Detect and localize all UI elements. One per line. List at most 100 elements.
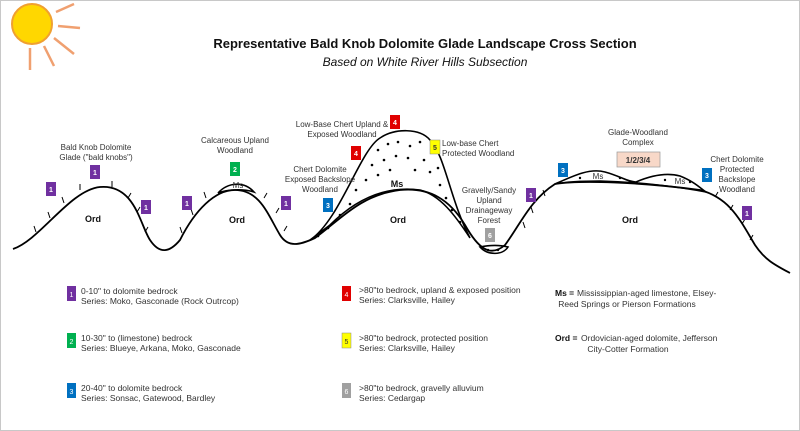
ms-label: Ms (233, 181, 244, 190)
svg-text:Woodland: Woodland (302, 185, 338, 194)
svg-text:Upland: Upland (476, 196, 501, 205)
svg-text:3: 3 (326, 203, 330, 210)
svg-text:3: 3 (705, 173, 709, 180)
svg-text:Ordovician-aged dolomite, Jef: Ordovician-aged dolomite, Jefferson (581, 333, 718, 343)
complex-box: 1/2/3/4 (616, 151, 661, 168)
sun-icon (11, 2, 81, 70)
svg-text:6: 6 (488, 233, 492, 240)
svg-text:2: 2 (233, 167, 237, 174)
badge-1: 1 (90, 165, 100, 179)
outcrop-marks (33, 181, 754, 241)
legend-item-5: 5 >80"to bedrock, protected positionSeri… (341, 332, 488, 353)
svg-text:Series: Blueye, Arkana, Moko,: Series: Blueye, Arkana, Moko, Gasconade (81, 343, 241, 353)
diagram-subtitle: Based on White River Hills Subsection (323, 55, 528, 69)
diagram-title: Representative Bald Knob Dolomite Glade … (213, 36, 636, 51)
ms-label: Ms (391, 179, 404, 189)
svg-text:3: 3 (561, 168, 565, 175)
svg-text:5: 5 (433, 145, 437, 152)
svg-text:Ms =: Ms = (555, 288, 574, 298)
ord-label: Ord (229, 215, 245, 225)
svg-text:10-30" to (limestone) bedrock: 10-30" to (limestone) bedrock (81, 333, 193, 343)
svg-text:Backslope: Backslope (719, 175, 756, 184)
svg-text:Chert Dolomite: Chert Dolomite (710, 155, 764, 164)
svg-text:Bald Knob Dolomite: Bald Knob Dolomite (61, 143, 132, 152)
svg-text:1: 1 (745, 211, 749, 218)
svg-text:Forest: Forest (478, 216, 501, 225)
svg-text:Series: Clarksville, Hailey: Series: Clarksville, Hailey (359, 343, 456, 353)
ord-label: Ord (390, 215, 406, 225)
svg-text:Series: Cedargap: Series: Cedargap (359, 393, 425, 403)
svg-text:Series: Clarksville, Hailey: Series: Clarksville, Hailey (359, 295, 456, 305)
svg-text:1: 1 (144, 205, 148, 212)
svg-text:Glade ("bald knobs"): Glade ("bald knobs") (59, 153, 133, 162)
ms-deposits (217, 129, 707, 255)
ms-label: Ms (675, 177, 686, 186)
badge-1: 1 (182, 196, 192, 210)
ord-label: Ord (85, 214, 101, 224)
badge-6: 6 (485, 228, 495, 242)
svg-text:Woodland: Woodland (217, 146, 253, 155)
svg-text:1: 1 (284, 201, 288, 208)
badge-4: 4 (351, 146, 361, 160)
formation-key: Ms = Mississippian-aged limestone, Elsey… (555, 288, 718, 354)
badge-5: 5 (429, 139, 441, 155)
svg-text:5: 5 (345, 339, 349, 346)
svg-text:Glade-Woodland: Glade-Woodland (608, 128, 668, 137)
svg-text:1: 1 (185, 201, 189, 208)
ground-profile (12, 181, 791, 274)
svg-text:Mississippian-aged limestone,: Mississippian-aged limestone, Elsey- (577, 288, 717, 298)
svg-text:2: 2 (70, 339, 74, 346)
svg-text:Series: Sonsac, Gatewood, Bard: Series: Sonsac, Gatewood, Bardley (81, 393, 216, 403)
landscape-labels: Bald Knob Dolomite Glade ("bald knobs") … (59, 120, 764, 225)
svg-text:Low-base Chert: Low-base Chert (442, 139, 499, 148)
svg-text:1/2/3/4: 1/2/3/4 (626, 156, 651, 165)
svg-text:Gravelly/Sandy: Gravelly/Sandy (462, 186, 516, 195)
badge-1: 1 (526, 188, 536, 202)
svg-text:6: 6 (345, 389, 349, 396)
svg-text:Protected: Protected (720, 165, 754, 174)
badge-1: 1 (281, 196, 291, 210)
svg-text:Drainageway: Drainageway (466, 206, 513, 215)
svg-text:Woodland: Woodland (719, 185, 755, 194)
svg-text:3: 3 (70, 389, 74, 396)
ms-label: Ms (593, 172, 604, 181)
svg-text:Complex: Complex (622, 138, 654, 147)
badge-2: 2 (230, 162, 240, 176)
badge-3: 3 (558, 163, 568, 177)
svg-text:Exposed Backslope: Exposed Backslope (285, 175, 356, 184)
svg-text:>80"to bedrock, upland & expos: >80"to bedrock, upland & exposed positio… (359, 285, 521, 295)
svg-text:4: 4 (354, 151, 358, 158)
badge-1: 1 (46, 182, 56, 196)
badge-4: 4 (390, 115, 400, 129)
svg-text:Protected Woodland: Protected Woodland (442, 149, 514, 158)
svg-text:Calcareous Upland: Calcareous Upland (201, 136, 269, 145)
svg-text:1: 1 (529, 193, 533, 200)
badge-1: 1 (742, 206, 752, 220)
badge-3: 3 (323, 198, 333, 212)
svg-text:Chert Dolomite: Chert Dolomite (293, 165, 347, 174)
svg-text:4: 4 (345, 292, 349, 299)
site-badges: 1 1 1 1 2 1 3 4 4 5 6 1 3 3 1 (46, 115, 752, 242)
svg-text:Low-Base Chert Upland &: Low-Base Chert Upland & (296, 120, 389, 129)
svg-text:1: 1 (70, 292, 74, 299)
svg-text:City-Cotter Formation: City-Cotter Formation (587, 344, 669, 354)
svg-text:0-10" to dolomite bedrock: 0-10" to dolomite bedrock (81, 286, 178, 296)
svg-text:Exposed Woodland: Exposed Woodland (307, 130, 376, 139)
svg-text:Ord =: Ord = (555, 333, 577, 343)
svg-text:1: 1 (93, 170, 97, 177)
svg-text:1: 1 (49, 187, 53, 194)
legend-item-6: 6 >80"to bedrock, gravelly alluviumSerie… (342, 383, 484, 403)
svg-text:4: 4 (393, 120, 397, 127)
badge-1: 1 (141, 200, 151, 214)
legend-item-4: 4 >80"to bedrock, upland & exposed posit… (342, 285, 521, 305)
svg-text:Reed Springs or Pierson Forma: Reed Springs or Pierson Formations (558, 299, 695, 309)
svg-text:>80"to bedrock, gravelly alluv: >80"to bedrock, gravelly alluvium (359, 383, 484, 393)
svg-text:Series: Moko, Gasconade (Rock: Series: Moko, Gasconade (Rock Outrcop) (81, 296, 239, 306)
svg-text:20-40" to dolomite bedrock: 20-40" to dolomite bedrock (81, 383, 183, 393)
ord-label: Ord (622, 215, 638, 225)
